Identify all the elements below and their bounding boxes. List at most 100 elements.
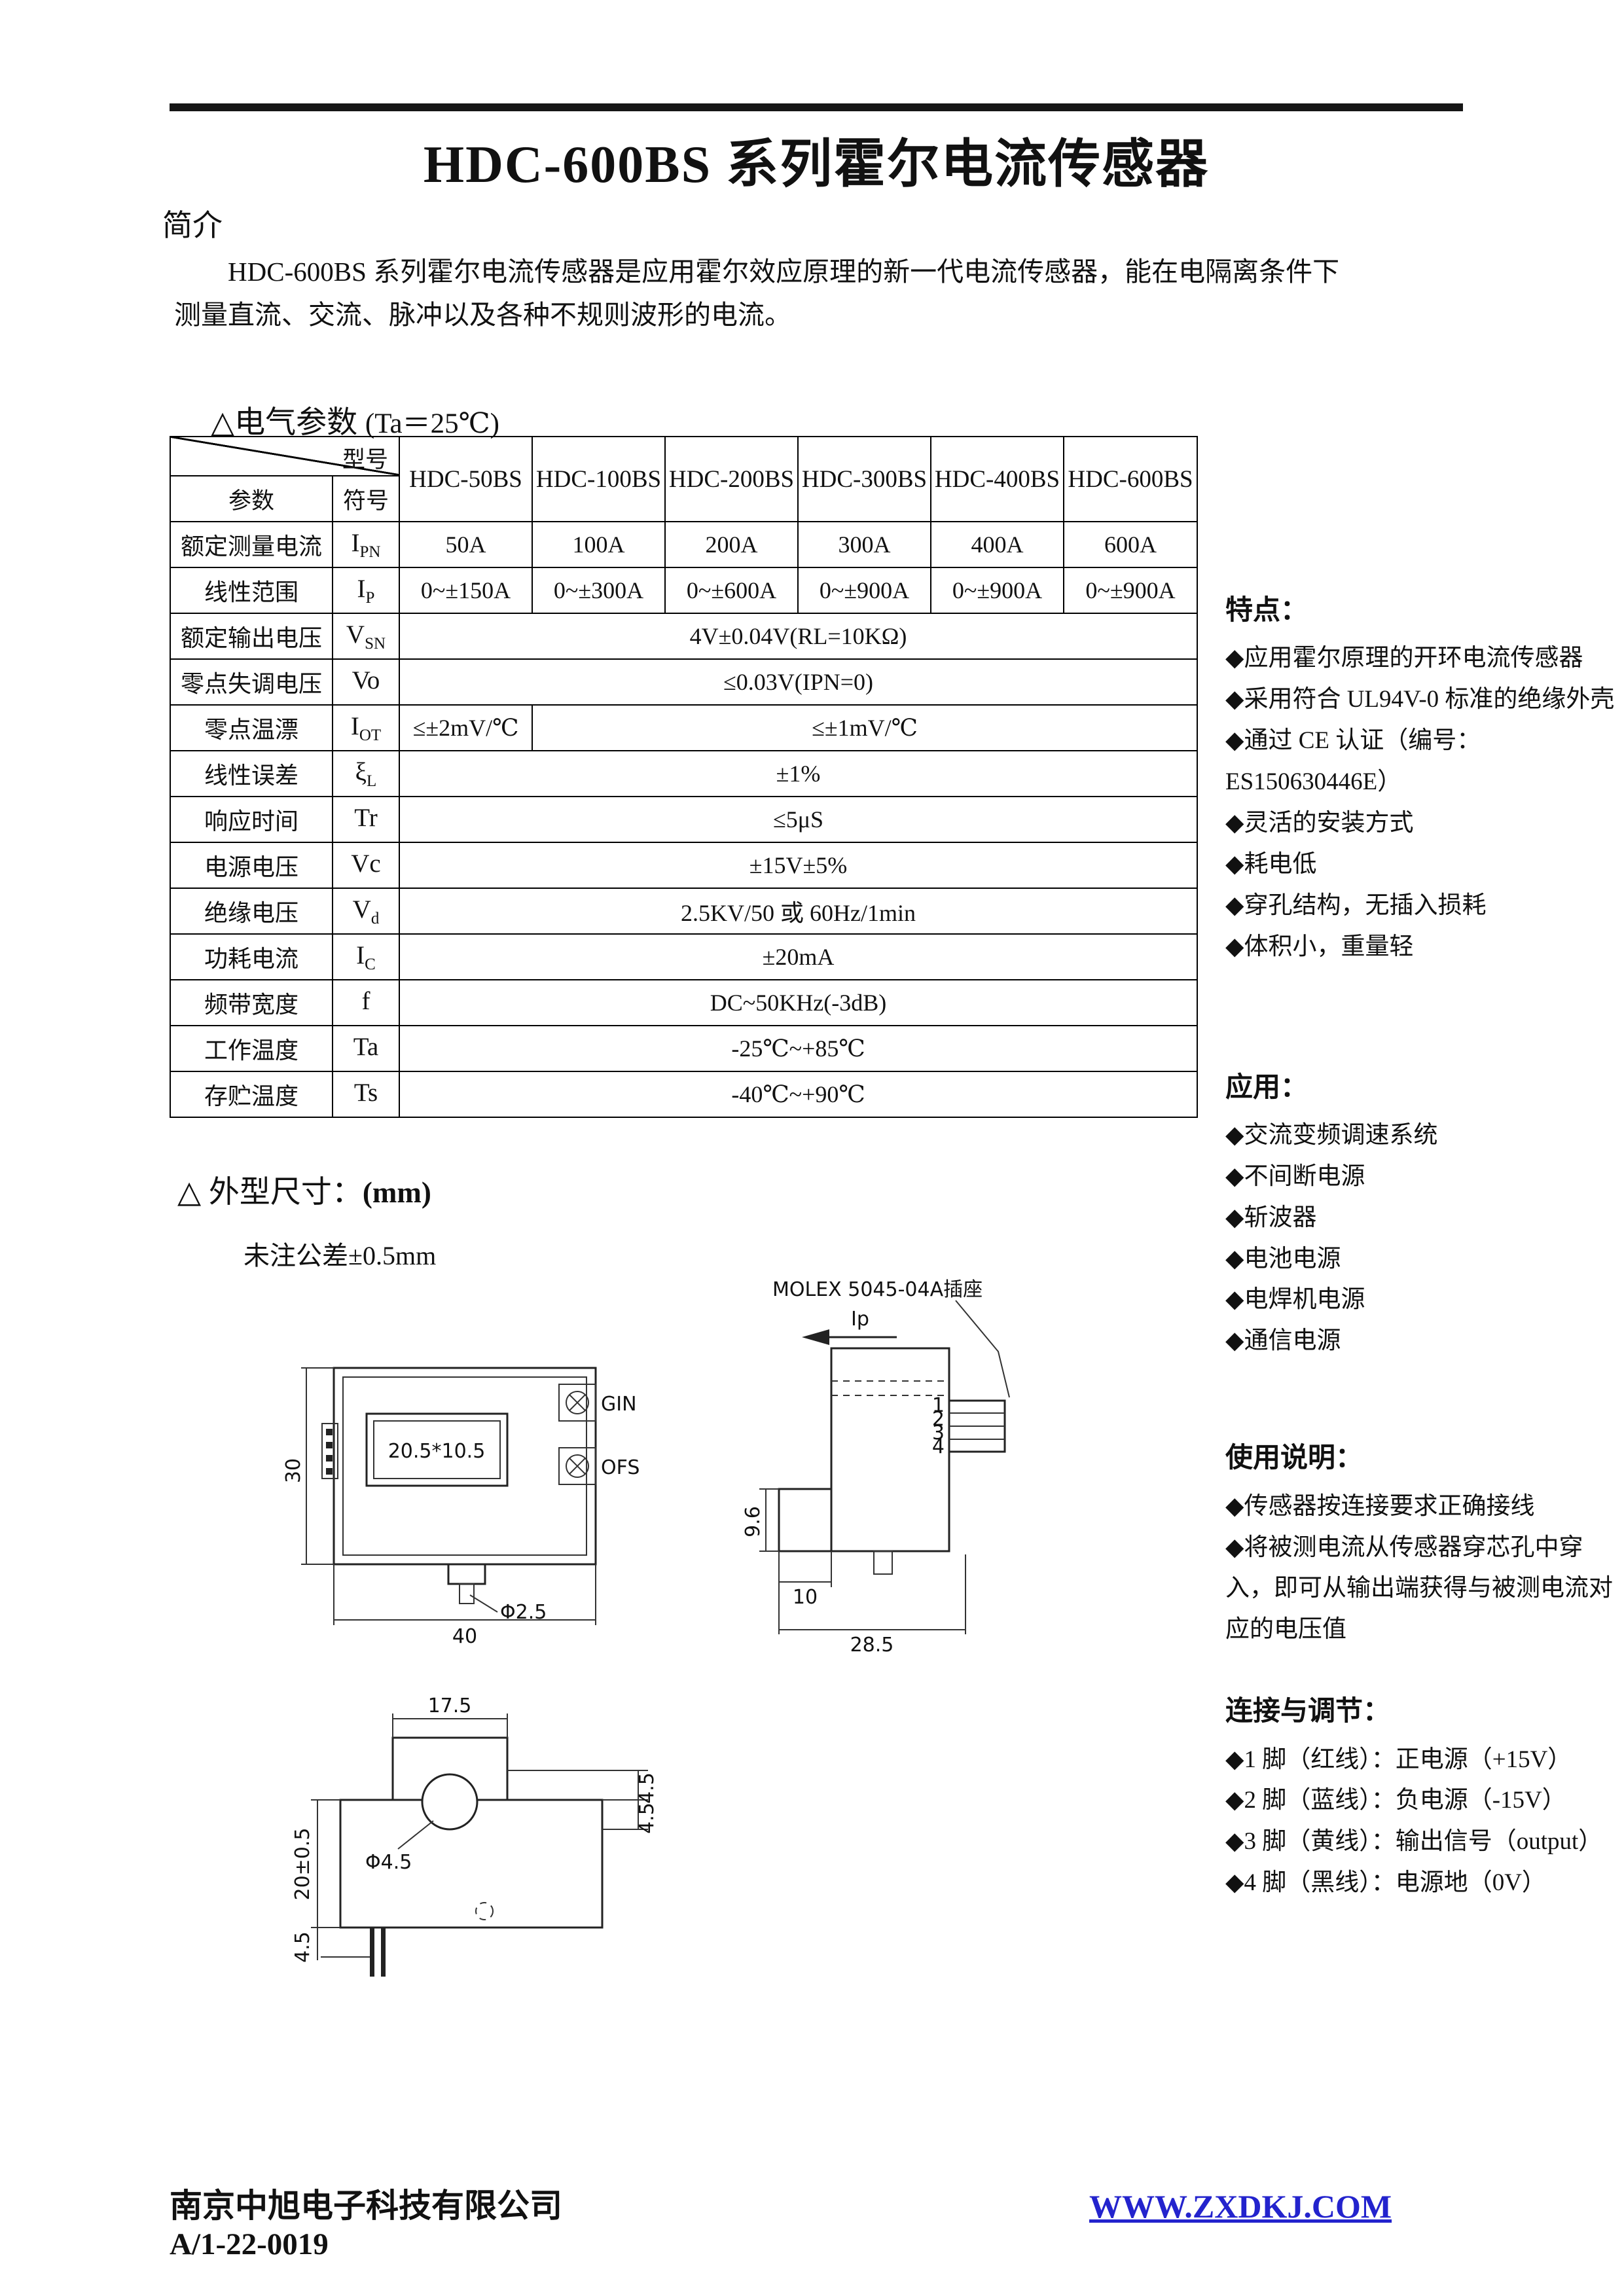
title-rule [170,103,1463,111]
param-symbol: IOT [332,704,400,751]
param-value: ≤±1mV/℃ [532,704,1198,751]
param-value: 2.5KV/50 或 60Hz/1min [399,888,1198,935]
dim-right-4-5-b: 4.5 [636,1803,659,1834]
param-value: 0~±900A [797,567,931,614]
param-value: 400A [930,521,1064,568]
usage-item: ◆将被测电流从传感器穿芯孔中穿入，即可从输出端获得与被测电流对应的电压值 [1225,1534,1613,1643]
features-block: 特点： ◆应用霍尔原理的开环电流传感器 ◆采用符合 UL94V-0 标准的绝缘外… [1225,588,1615,968]
application-item: ◆交流变频调速系统 [1225,1121,1438,1149]
gin-terminal-label: GIN [601,1393,637,1416]
param-label: 绝缘电压 [170,888,333,935]
param-symbol: Vo [332,658,400,706]
param-value: -40℃~+90℃ [399,1071,1198,1118]
param-value: ≤0.03V(IPN=0) [399,658,1198,706]
side-view-outline [778,1347,1006,1575]
table-row: 工作温度 Ta -25℃~+85℃ [170,1025,1198,1072]
table-row: 线性误差 ξL ±1% [170,750,1198,797]
features-heading: 特点： [1225,596,1308,626]
front-view-outline [321,1367,597,1604]
param-symbol: f [332,979,400,1026]
param-value: 600A [1063,521,1198,568]
param-symbol: ξL [332,750,400,797]
dim-pin-offset-4-5: 4.5 [291,1931,314,1963]
param-symbol: IPN [332,521,400,568]
table-row: 线性范围 IP 0~±150A 0~±300A 0~±600A 0~±900A … [170,567,1198,614]
param-label: 存贮温度 [170,1071,333,1118]
corner-symbol-label: 符号 [332,475,400,522]
dim-width-40: 40 [452,1625,477,1648]
param-value: 0~±300A [532,567,666,614]
param-value: ≤±2mV/℃ [399,704,533,751]
param-value: ±20mA [399,933,1198,980]
connection-item: ◆4 脚（黑线）：电源地（0V） [1225,1869,1546,1897]
table-row: 电源电压 Vc ±15V±5% [170,842,1198,889]
table-header-row: 型号 HDC-50BS HDC-100BS HDC-200BS HDC-300B… [170,436,1198,522]
param-label: 频带宽度 [170,979,333,1026]
table-row: 响应时间 Tr ≤5μS [170,796,1198,843]
page-title: HDC-600BS 系列霍尔电流传感器 [423,136,1210,194]
pin-number-1: 1 [932,1394,945,1417]
param-value: ±15V±5% [399,842,1198,889]
corner-model-label: 型号 [342,447,388,473]
connection-item: ◆1 脚（红线）：正电源（+15V） [1225,1746,1572,1773]
dimensions-heading: △ 外型尺寸：(mm) [177,1166,431,1211]
dimensions-unit: (mm) [362,1176,431,1209]
dim-foot-height-9-6: 9.6 [742,1506,765,1537]
table-row: 功耗电流 IC ±20mA [170,933,1198,980]
table-corner-cell: 型号 [170,436,400,476]
param-label: 功耗电流 [170,933,333,980]
tolerance-note: 未注公差±0.5mm [244,1241,437,1270]
application-item: ◆斩波器 [1225,1204,1317,1231]
top-view-drawing: 17.5 Φ4.5 4.5 4.5 20±0.5 4.5 [291,1695,659,1977]
corner-param-label: 参数 [170,475,333,522]
sidebar-notes: 特点： ◆应用霍尔原理的开环电流传感器 ◆采用符合 UL94V-0 标准的绝缘外… [1225,588,1615,1904]
param-value: 300A [797,521,931,568]
side-view-drawing: MOLEX 5045-04A插座 Ip 1 2 3 4 9.6 10 28.5 [742,1278,1010,1657]
dim-hole-2-5: Φ2.5 [500,1601,547,1624]
website-link[interactable]: WWW.ZXDKJ.COM [1089,2188,1392,2225]
param-value: 4V±0.04V(RL=10KΩ) [399,613,1198,660]
top-view-outline [339,1736,604,1977]
param-value: 100A [532,521,666,568]
param-value: 0~±900A [930,567,1064,614]
table-row: 额定输出电压 VSN 4V±0.04V(RL=10KΩ) [170,613,1198,660]
param-symbol: IC [332,933,400,980]
company-name: 南京中旭电子科技有限公司 [170,2187,562,2224]
param-value: 200A [664,521,799,568]
feature-item: ◆穿孔结构，无插入损耗 [1225,891,1487,919]
front-view-dimension-lines [301,1367,596,1625]
param-symbol: VSN [332,613,400,660]
feature-item: ◆体积小，重量轻 [1225,933,1414,960]
model-header: HDC-200BS [664,436,799,522]
intro-paragraph: HDC-600BS 系列霍尔电流传感器是应用霍尔效应原理的新一代电流传感器，能在… [174,257,1340,331]
aperture-size-label: 20.5*10.5 [388,1440,486,1463]
feature-item: ◆采用符合 UL94V-0 标准的绝缘外壳 [1225,686,1615,713]
dim-boss-width-17-5: 17.5 [428,1695,472,1717]
application-item: ◆通信电源 [1225,1327,1341,1355]
model-header: HDC-600BS [1063,436,1198,522]
param-symbol: Ta [332,1025,400,1072]
applications-heading: 应用： [1225,1072,1308,1103]
feature-item: ◆耗电低 [1225,850,1317,878]
dim-overall-28-5: 28.5 [850,1634,894,1657]
dim-hole-4-5: Φ4.5 [365,1851,412,1874]
table-row: 绝缘电压 Vd 2.5KV/50 或 60Hz/1min [170,888,1198,935]
model-header: HDC-300BS [797,436,931,522]
ofs-terminal-label: OFS [601,1456,640,1479]
front-view-drawing: 30 20.5*10.5 GIN OFS 40 Φ2.5 [282,1367,640,1648]
table-header-row2: 参数 符号 [170,475,1197,522]
param-label: 额定测量电流 [170,521,333,568]
table-row: 额定测量电流 IPN 50A 100A 200A 300A 400A 600A [170,521,1198,568]
model-header: HDC-400BS [930,436,1064,522]
dim-foot-width-10: 10 [793,1586,818,1609]
param-value: -25℃~+85℃ [399,1025,1198,1072]
feature-item: ◆灵活的安装方式 [1225,809,1414,836]
param-value: ≤5μS [399,796,1198,843]
applications-block: 应用： ◆交流变频调速系统 ◆不间断电源 ◆斩波器 ◆电池电源 ◆电焊机电源 ◆… [1225,1065,1615,1363]
usage-heading: 使用说明： [1225,1443,1363,1474]
param-label: 工作温度 [170,1025,333,1072]
current-direction-label: Ip [851,1308,869,1331]
model-header: HDC-100BS [532,436,666,522]
params-heading-condition: (Ta＝25℃) [365,408,499,439]
